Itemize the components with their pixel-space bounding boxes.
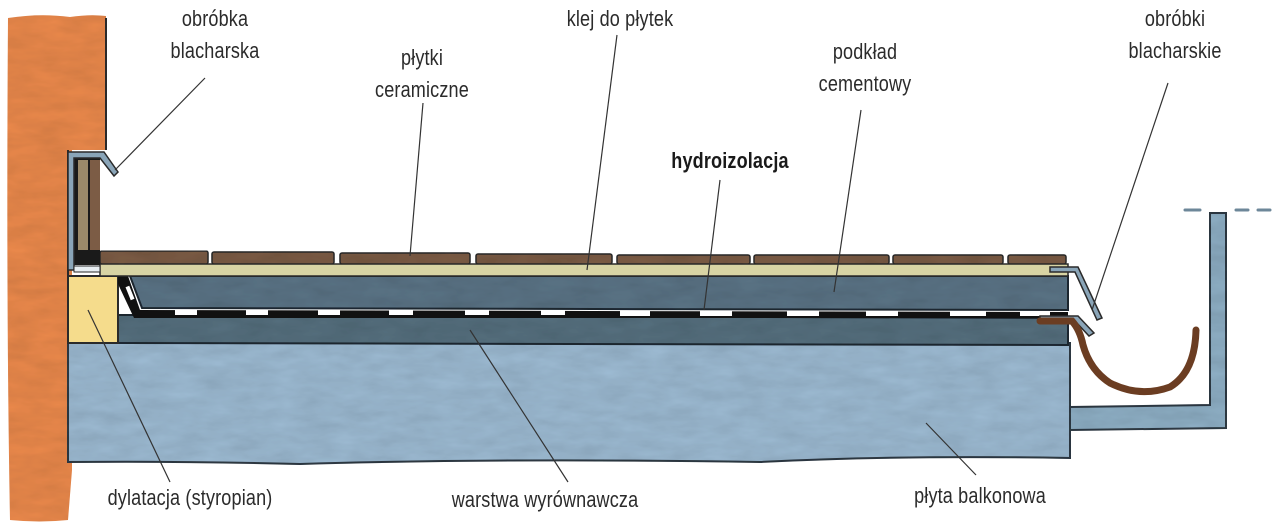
label-line: warstwa wyrównawcza	[451, 487, 639, 512]
leveling-layer	[117, 313, 1069, 347]
label-balcony-slab: płyta balkonowa	[898, 480, 1062, 512]
label-line: blacharskie	[1128, 38, 1222, 63]
label-edge-flashings: obróbki blacharskie	[1122, 3, 1229, 67]
label-line: klej do płytek	[566, 6, 674, 31]
label-line: podkład	[832, 39, 898, 64]
label-line: blacharska	[170, 38, 260, 63]
cement-screed	[128, 275, 1069, 312]
label-line: ceramiczne	[375, 77, 469, 102]
label-leveling-layer: warstwa wyrównawcza	[447, 484, 644, 516]
label-line: płytki	[400, 45, 444, 70]
label-line: obróbka	[181, 6, 249, 31]
styrofoam-expansion-joint	[67, 275, 119, 344]
leader-lines	[87, 34, 1169, 483]
wall-flashing	[67, 151, 119, 273]
label-line: cementowy	[818, 71, 912, 96]
rain-gutter	[1036, 317, 1200, 396]
label-line: płyta balkonowa	[914, 483, 1046, 508]
tile-adhesive-layer	[99, 263, 1069, 277]
ceramic-tiles	[99, 250, 1067, 265]
label-line: dylatacja (styropian)	[107, 485, 273, 510]
label-ceramic-tiles: płytki ceramiczne	[369, 42, 476, 106]
label-cement-screed: podkład cementowy	[812, 36, 919, 100]
label-line: hydroizolacja	[671, 148, 789, 173]
balcony-slab	[67, 208, 1272, 466]
label-line: obróbki	[1144, 6, 1206, 31]
label-wall-flashing: obróbka blacharska	[162, 3, 269, 67]
label-expansion-joint: dylatacja (styropian)	[92, 482, 289, 514]
waterproofing-membrane	[118, 276, 1068, 318]
label-tile-adhesive: klej do płytek	[554, 3, 685, 35]
label-waterproofing: hydroizolacja	[664, 145, 795, 177]
